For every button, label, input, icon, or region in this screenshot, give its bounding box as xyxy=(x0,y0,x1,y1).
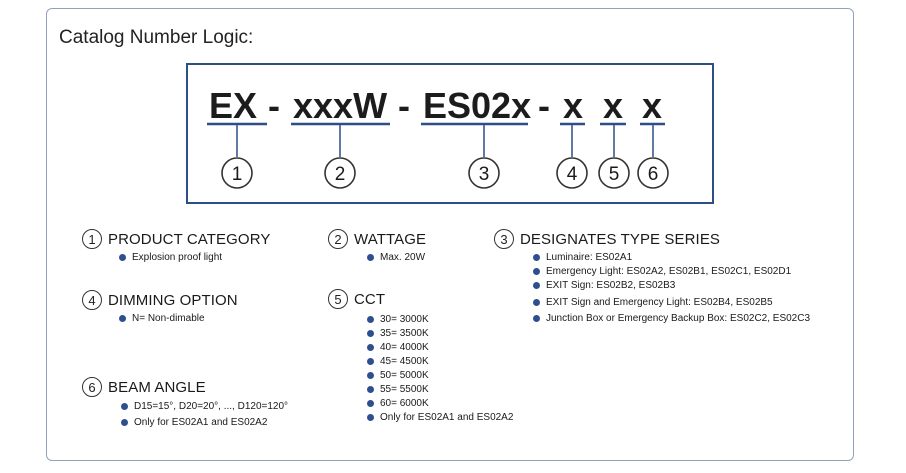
list-item: Only for ES02A1 and ES02A2 xyxy=(366,411,513,425)
list-item: EXIT Sign: ES02B2, ES02B3 xyxy=(532,279,810,293)
list-item: 40= 4000K xyxy=(366,341,513,355)
code-segment-5: x xyxy=(603,85,623,126)
section-beam-angle: 6 BEAM ANGLE D15=15°, D20=20°, ..., D120… xyxy=(82,376,288,430)
list-item: 30= 3000K xyxy=(366,313,513,327)
code-segment-1: EX xyxy=(209,85,257,126)
section-title: CCT xyxy=(354,290,386,308)
code-frame xyxy=(186,63,714,204)
number-label-6: 6 xyxy=(648,164,659,185)
number-label-2: 2 xyxy=(335,164,346,185)
section-dimming-option: 4 DIMMING OPTION N= Non-dimable xyxy=(82,289,238,326)
number-label-3: 3 xyxy=(479,164,490,185)
list-item: Only for ES02A1 and ES02A2 xyxy=(120,416,288,430)
section-title: DESIGNATES TYPE SERIES xyxy=(520,230,721,248)
number-circle-3 xyxy=(468,157,500,189)
number-circle-2 xyxy=(324,157,356,189)
section-cct: 5 CCT 30= 3000K 35= 3500K 40= 4000K 45= … xyxy=(328,288,513,425)
list-item: D15=15°, D20=20°, ..., D120=120° xyxy=(120,400,288,414)
code-segment-3: ES02x xyxy=(423,85,531,126)
section-type-series: 3 DESIGNATES TYPE SERIES Luminaire: ES02… xyxy=(494,228,810,326)
list-item: 55= 5500K xyxy=(366,383,513,397)
list-item: 35= 3500K xyxy=(366,327,513,341)
section-number-1: 1 xyxy=(82,229,102,249)
section-number-4: 4 xyxy=(82,290,102,310)
section-title: BEAM ANGLE xyxy=(108,378,206,396)
number-circle-6 xyxy=(637,157,669,189)
list-item: Explosion proof light xyxy=(118,251,270,265)
list-item: 45= 4500K xyxy=(366,355,513,369)
code-segment-4: x xyxy=(563,85,583,126)
section-number-6: 6 xyxy=(82,377,102,397)
number-circle-5 xyxy=(598,157,630,189)
list-item: N= Non-dimable xyxy=(118,312,238,326)
section-title: PRODUCT CATEGORY xyxy=(108,230,271,248)
section-product-category: 1 PRODUCT CATEGORY Explosion proof light xyxy=(82,228,270,265)
number-label-4: 4 xyxy=(567,164,578,185)
section-number-5: 5 xyxy=(328,289,348,309)
list-item: Max. 20W xyxy=(366,251,426,265)
code-separator-1: - xyxy=(268,85,280,126)
list-item: 50= 5000K xyxy=(366,369,513,383)
list-item: Luminaire: ES02A1 xyxy=(532,251,810,265)
number-circle-4 xyxy=(556,157,588,189)
page-title: Catalog Number Logic: xyxy=(59,27,254,48)
section-title: WATTAGE xyxy=(354,230,427,248)
number-label-1: 1 xyxy=(232,164,243,185)
list-item: 60= 6000K xyxy=(366,397,513,411)
catalog-panel xyxy=(46,8,854,461)
number-circle-1 xyxy=(221,157,253,189)
section-number-2: 2 xyxy=(328,229,348,249)
section-title: DIMMING OPTION xyxy=(108,291,238,309)
list-item: Junction Box or Emergency Backup Box: ES… xyxy=(532,312,810,326)
code-separator-2: - xyxy=(398,85,410,126)
section-number-3: 3 xyxy=(494,229,514,249)
number-label-5: 5 xyxy=(609,164,620,185)
list-item: Emergency Light: ES02A2, ES02B1, ES02C1,… xyxy=(532,265,810,279)
section-wattage: 2 WATTAGE Max. 20W xyxy=(328,228,426,265)
list-item: EXIT Sign and Emergency Light: ES02B4, E… xyxy=(532,296,810,310)
code-segment-6: x xyxy=(642,85,662,126)
code-segment-2: xxxW xyxy=(293,85,387,126)
code-separator-3: - xyxy=(538,85,550,126)
